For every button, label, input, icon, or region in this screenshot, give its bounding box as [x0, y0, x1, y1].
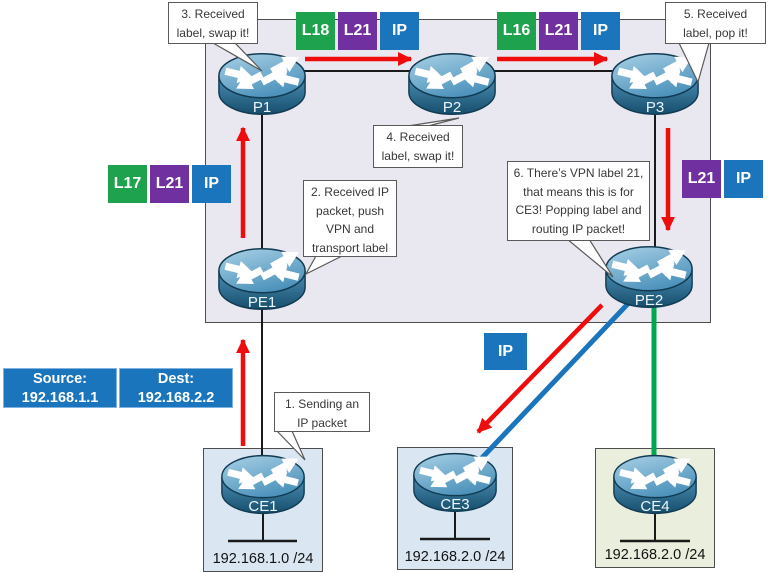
callout-step2: 2. Received IP packet, push VPN and tran… [303, 180, 397, 257]
callout-line: 6. There’s VPN label 21, [513, 166, 644, 180]
dest-label: Dest: [157, 371, 195, 387]
callout-step5: 5. Received label, pop it! [665, 2, 766, 44]
callout-step1: 1. Sending an IP packet [274, 392, 370, 432]
callout-step4: 4. Received label, swap it! [373, 125, 463, 168]
mpls-label-l17: L17 [108, 165, 147, 203]
router-p2: P2 [406, 51, 498, 117]
callout-line: IP packet [297, 416, 347, 430]
router-ce3: CE3 [411, 451, 499, 514]
packet-source-box: Source: 192.168.1.1 [3, 368, 117, 408]
dest-ip: 192.168.2.2 [137, 390, 215, 406]
callout-line: 2. Received IP [310, 185, 390, 199]
mpls-label-l18: L18 [296, 12, 335, 50]
callout-line: 3. Received [181, 7, 245, 21]
subnet-ce3: 192.168.2.0 /24 [404, 549, 506, 565]
router-label-pe1: PE1 [247, 294, 277, 311]
callout-line: label, swap it! [176, 26, 250, 40]
callout-line: 4. Received [386, 130, 450, 144]
callout-line: that means this is for [523, 184, 634, 199]
router-label-ce1: CE1 [248, 498, 278, 515]
router-pe2: PE2 [603, 244, 695, 310]
mpls-label-l21-right: L21 [682, 160, 721, 198]
packet-dest-box: Dest: 192.168.2.2 [119, 368, 233, 408]
callout-line: label, swap it! [381, 149, 455, 163]
router-label-ce4: CE4 [640, 498, 670, 515]
callout-line: 1. Sending an [284, 397, 360, 411]
callout-step6: 6. There’s VPN label 21, that means this… [507, 161, 650, 241]
callout-line: routing IP packet! [531, 221, 626, 236]
ip-packet-label: IP [484, 333, 527, 370]
router-p3: P3 [609, 51, 701, 117]
mpls-label-l21-top-right: L21 [539, 12, 578, 50]
mpls-label-ip-top-right: IP [581, 12, 620, 50]
mpls-label-ip-left: IP [192, 165, 231, 203]
callout-line: CE3! Popping label and [515, 203, 642, 218]
mpls-label-l16: L16 [497, 12, 536, 50]
mpls-label-ip-right: IP [724, 160, 763, 198]
callout-line: VPN and [325, 222, 375, 237]
router-ce4: CE4 [611, 453, 699, 516]
router-p1: P1 [216, 51, 308, 117]
mpls-label-ip-top-left: IP [380, 12, 419, 50]
router-label-ce3: CE3 [440, 496, 470, 513]
router-label-p1: P1 [252, 99, 272, 116]
callout-step3: 3. Received label, swap it! [168, 2, 258, 44]
subnet-ce4: 192.168.2.0 /24 [604, 547, 706, 563]
source-label: Source: [33, 371, 87, 387]
callout-line: packet, push [315, 203, 385, 218]
source-ip: 192.168.1.1 [21, 390, 99, 406]
mpls-label-l21-left: L21 [150, 165, 189, 203]
callout-line: 5. Received [683, 7, 748, 21]
callout-line: label, pop it! [683, 26, 748, 40]
router-label-p3: P3 [645, 99, 665, 116]
router-ce1: CE1 [219, 453, 307, 516]
subnet-ce1: 192.168.1.0 /24 [212, 551, 314, 567]
mpls-label-l21-top-left: L21 [338, 12, 377, 50]
router-pe1: PE1 [216, 246, 308, 312]
router-label-pe2: PE2 [634, 292, 664, 309]
callout-line: transport label [311, 240, 389, 255]
router-label-p2: P2 [442, 99, 462, 116]
